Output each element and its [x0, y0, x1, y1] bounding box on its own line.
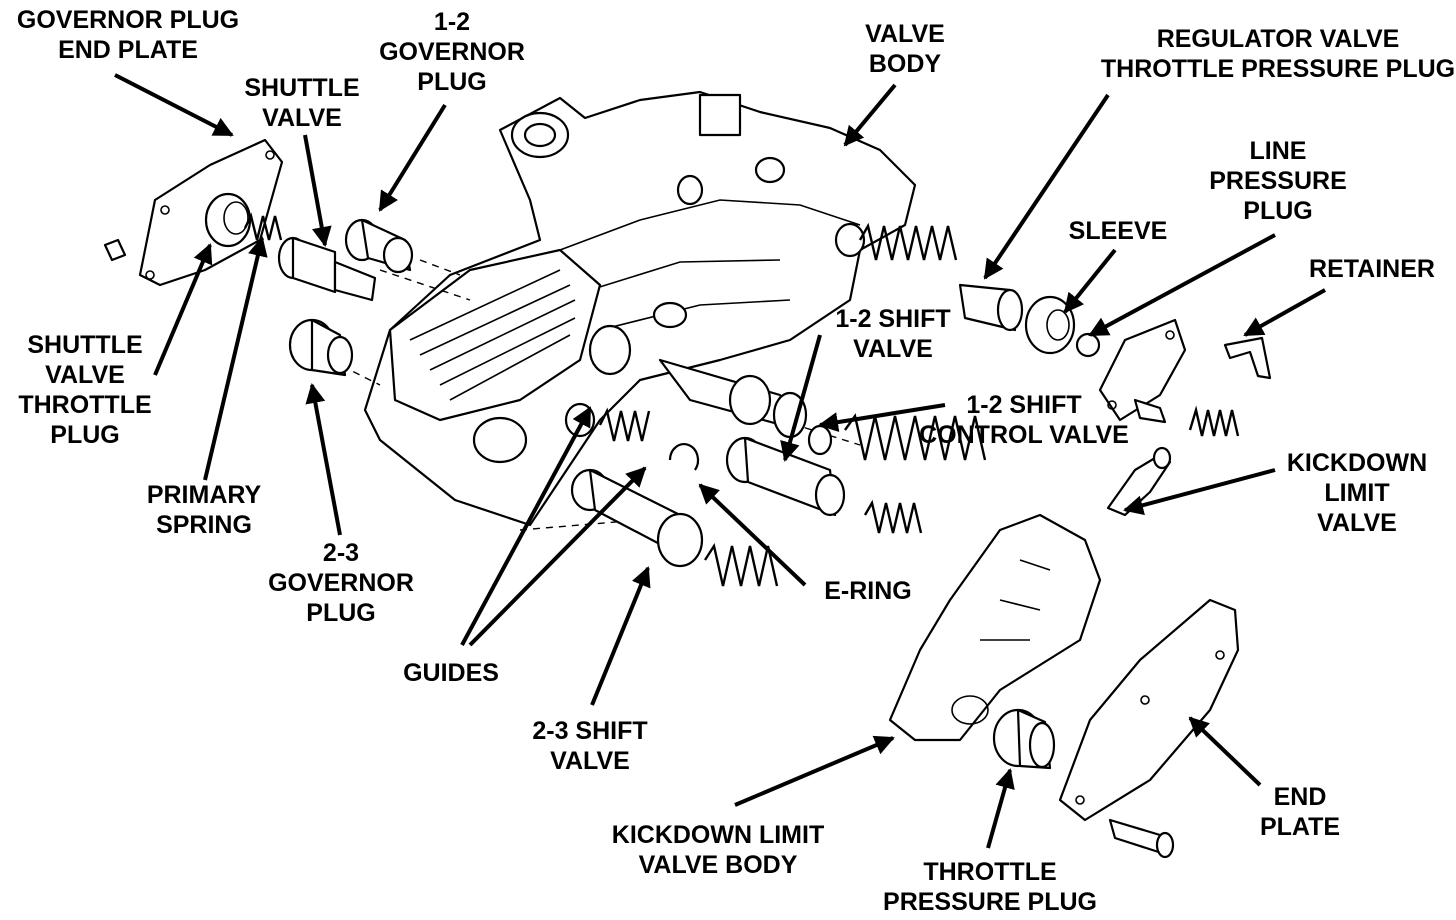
end-plate-part [1058, 598, 1240, 822]
small-spring-part [863, 499, 923, 534]
kickdown-limit-valve-body-part [888, 513, 1102, 742]
label-retainer: RETAINER [1309, 255, 1435, 283]
line-pressure-plug-part [1075, 332, 1101, 358]
end-plate-screw [1108, 818, 1175, 859]
label-governor-plug-end-plate: GOVERNOR PLUG END PLATE [16, 6, 240, 64]
primary-spring-part [243, 212, 283, 241]
guide-spring-part [598, 407, 651, 442]
label-throttle-pressure-plug: THROTTLE PRESSURE PLUG [883, 858, 1097, 916]
label-kickdown-limit-valve: KICKDOWN LIMIT VALVE [1286, 449, 1428, 537]
kickdown-spring-part [1188, 405, 1240, 437]
large-spring-part [844, 413, 987, 461]
leader-arrows [114, 73, 1326, 849]
label-valve-body: VALVE BODY [865, 20, 945, 78]
retainer-part [1223, 336, 1272, 380]
label-shift-valve-23: 2-3 SHIFT VALVE [532, 717, 648, 775]
regulator-spring-part [858, 222, 958, 261]
label-shuttle-valve-throttle-plug: SHUTTLE VALVE THROTTLE PLUG [18, 331, 152, 449]
shuttle-valve-part [277, 236, 377, 302]
valve-body-casting [363, 90, 917, 527]
label-line-pressure-plug: LINE PRESSURE PLUG [1209, 137, 1347, 225]
label-kickdown-limit-valve-body: KICKDOWN LIMIT VALVE BODY [611, 821, 825, 879]
governor-plug-23-part [288, 318, 354, 377]
small-screw [103, 238, 127, 262]
label-shift-valve-12: 1-2 SHIFT VALVE [835, 305, 951, 363]
kickdown-cover-plate [1098, 318, 1187, 422]
label-guides: GUIDES [403, 659, 499, 687]
regulator-valve-throttle-pressure-plug-part [958, 283, 1024, 332]
label-governor-plug-12: 1-2 GOVERNOR PLUG [379, 8, 525, 96]
e-ring-part [668, 443, 700, 471]
label-end-plate: END PLATE [1259, 783, 1341, 841]
label-shuttle-valve: SHUTTLE VALVE [244, 74, 360, 132]
cover-screw [1133, 398, 1167, 424]
shuttle-valve-throttle-plug-part [204, 192, 252, 248]
throttle-pressure-plug-part [992, 708, 1056, 770]
label-sleeve: SLEEVE [1068, 217, 1168, 245]
label-shift-control-valve-12: 1-2 SHIFT CONTROL VALVE [919, 391, 1129, 449]
sleeve-part [1024, 295, 1076, 355]
shift-valve-12-lower-part [725, 436, 846, 517]
governor-plug-12-part [344, 218, 414, 274]
label-e-ring: E-RING [824, 577, 912, 605]
shift-valve-23-part [570, 468, 704, 568]
label-governor-plug-23: 2-3 GOVERNOR PLUG [268, 539, 414, 627]
shift-control-valve-12-part [807, 424, 833, 456]
label-regulator-valve-throttle-pressure-plug: REGULATOR VALVE THROTTLE PRESSURE PLUG [1100, 25, 1456, 83]
label-primary-spring: PRIMARY SPRING [146, 481, 262, 539]
shift-valve-12-part [658, 358, 808, 439]
shift-valve-23-spring-part [703, 542, 779, 587]
